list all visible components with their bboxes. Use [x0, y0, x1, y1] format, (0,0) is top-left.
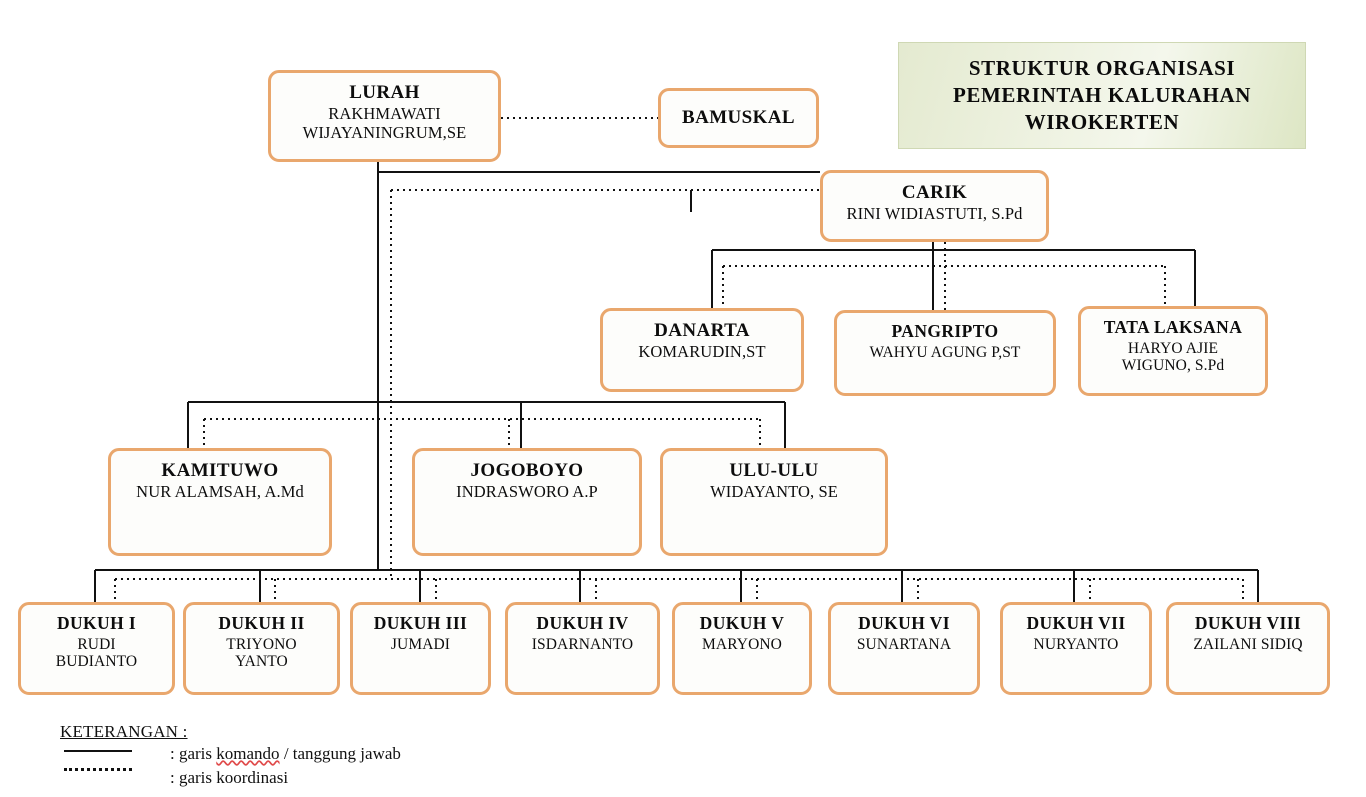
chart-title-banner: STRUKTUR ORGANISASI PEMERINTAH KALURAHAN… [898, 42, 1306, 149]
node-ulu-ulu[interactable]: ULU-ULU WIDAYANTO, SE [660, 448, 888, 556]
node-kamituwo-title: KAMITUWO [161, 460, 279, 481]
node-dukuh-3-name: JUMADI [390, 635, 451, 653]
node-dukuh-4-title: DUKUH IV [536, 613, 629, 633]
node-kamituwo[interactable]: KAMITUWO NUR ALAMSAH, A.Md [108, 448, 332, 556]
banner-line-1: STRUKTUR ORGANISASI [968, 56, 1236, 81]
legend-heading: KETERANGAN : [60, 722, 188, 741]
banner-line-3: WIROKERTEN [1024, 109, 1180, 134]
node-carik[interactable]: CARIK RINI WIDIASTUTI, S.Pd [820, 170, 1049, 242]
solid-line-icon [64, 750, 132, 752]
node-dukuh-8-name: ZAILANI SIDIQ [1193, 635, 1303, 653]
node-dukuh-7-name: NURYANTO [1033, 635, 1119, 653]
node-dukuh-7-title: DUKUH VII [1026, 613, 1126, 633]
node-kamituwo-name: NUR ALAMSAH, A.Md [136, 482, 304, 502]
node-dukuh-3-title: DUKUH III [373, 613, 468, 633]
node-dukuh-7[interactable]: DUKUH VII NURYANTO [1000, 602, 1152, 695]
node-bamuskal[interactable]: BAMUSKAL [658, 88, 819, 148]
node-jogoboyo-title: JOGOBOYO [470, 460, 584, 481]
node-jogoboyo[interactable]: JOGOBOYO INDRASWORO A.P [412, 448, 642, 556]
node-pangripto-title: PANGRIPTO [891, 321, 999, 341]
node-ulu-ulu-name: WIDAYANTO, SE [710, 482, 838, 502]
node-lurah-title: LURAH [349, 82, 420, 103]
node-pangripto-name: WAHYU AGUNG P,ST [869, 343, 1021, 361]
node-dukuh-8-title: DUKUH VIII [1194, 613, 1302, 633]
node-dukuh-6-title: DUKUH VI [858, 613, 950, 633]
node-dukuh-2-title: DUKUH II [218, 613, 305, 633]
legend-command-label: : garis komando / tanggung jawab [170, 744, 401, 763]
node-ulu-ulu-title: ULU-ULU [729, 460, 819, 481]
node-dukuh-6-name: SUNARTANA [856, 635, 952, 653]
node-danarta[interactable]: DANARTA KOMARUDIN,ST [600, 308, 804, 392]
node-danarta-name: KOMARUDIN,ST [638, 342, 766, 362]
legend-rows: : garis komando / tanggung jawab : garis… [60, 744, 401, 792]
node-dukuh-5-title: DUKUH V [699, 613, 785, 633]
node-carik-title: CARIK [901, 182, 968, 203]
legend-coordination-label: : garis koordinasi [170, 768, 289, 787]
node-danarta-title: DANARTA [654, 320, 750, 341]
node-dukuh-4[interactable]: DUKUH IV ISDARNANTO [505, 602, 660, 695]
banner-line-2: PEMERINTAH KALURAHAN [952, 83, 1252, 108]
node-bamuskal-title: BAMUSKAL [682, 107, 795, 129]
node-carik-name: RINI WIDIASTUTI, S.Pd [846, 204, 1023, 224]
node-tatalaksana-title: TATA LAKSANA [1103, 317, 1243, 337]
node-dukuh-3[interactable]: DUKUH III JUMADI [350, 602, 491, 695]
dotted-line-icon [64, 768, 132, 771]
node-dukuh-5[interactable]: DUKUH V MARYONO [672, 602, 812, 695]
node-dukuh-5-name: MARYONO [702, 635, 782, 653]
node-jogoboyo-name: INDRASWORO A.P [456, 482, 598, 502]
node-dukuh-6[interactable]: DUKUH VI SUNARTANA [828, 602, 980, 695]
node-dukuh-1-title: DUKUH I [56, 613, 137, 633]
node-pangripto[interactable]: PANGRIPTO WAHYU AGUNG P,ST [834, 310, 1056, 396]
node-dukuh-8[interactable]: DUKUH VIII ZAILANI SIDIQ [1166, 602, 1330, 695]
legend: KETERANGAN : : garis komando / tanggung … [60, 722, 401, 792]
node-dukuh-4-name: ISDARNANTO [531, 635, 634, 653]
